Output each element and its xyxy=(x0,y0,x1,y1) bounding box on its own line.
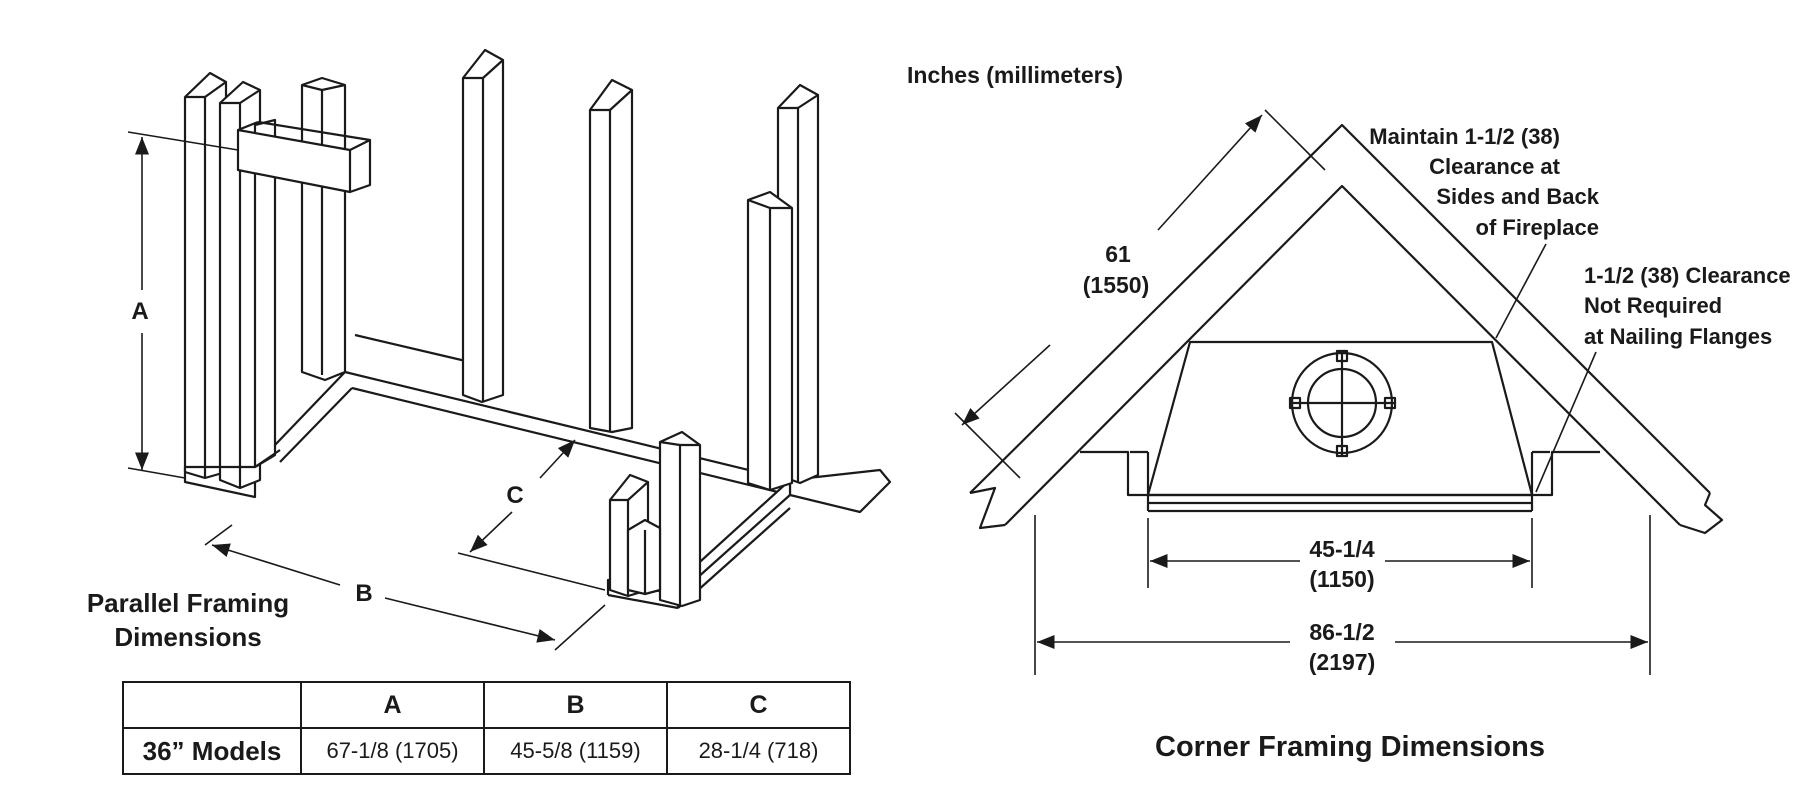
table-row: 36” Models 67-1/8 (1705) 45-5/8 (1159) 2… xyxy=(122,727,851,775)
table-cell: 67-1/8 (1705) xyxy=(300,727,485,775)
table-header-cell: A xyxy=(300,681,485,729)
corner-title: Corner Framing Dimensions xyxy=(1155,731,1545,763)
units-note: Inches (millimeters) xyxy=(907,62,1123,88)
note2-line3: at Nailing Flanges xyxy=(1584,324,1772,349)
note2-leader xyxy=(1535,351,1597,493)
table-cell: 45-5/8 (1159) xyxy=(483,727,668,775)
dimension-a xyxy=(127,131,239,479)
inner-width-line2: (1150) xyxy=(1309,566,1374,592)
note1-leader xyxy=(1495,243,1547,339)
dimension-outer-width xyxy=(1034,515,1651,675)
dimension-inner-width xyxy=(1147,518,1533,588)
fireplace-unit xyxy=(1080,340,1600,513)
table-header-cell xyxy=(122,681,302,729)
note1-line3: Sides and Back xyxy=(1436,184,1599,209)
corner-framing-drawing: Inches (millimeters) xyxy=(907,62,1791,763)
dimension-c xyxy=(457,439,606,591)
dimension-b xyxy=(204,524,606,651)
diagonal-label-line1: 61 xyxy=(1105,241,1131,267)
table-header-row: A B C xyxy=(122,681,851,729)
table-header-cell: B xyxy=(483,681,668,729)
note2-line1: 1-1/2 (38) Clearance xyxy=(1584,263,1791,288)
inner-width-line1: 45-1/4 xyxy=(1309,536,1374,562)
note1-line4: of Fireplace xyxy=(1476,215,1599,240)
note2-line2: Not Required xyxy=(1584,293,1722,318)
parallel-framing-drawing: A B C Parallel Framing Dimensions xyxy=(87,48,892,652)
dimension-diagonal xyxy=(954,109,1326,479)
label-a: A xyxy=(131,298,148,325)
note1-line2: Clearance at xyxy=(1429,154,1561,179)
label-c: C xyxy=(506,482,523,509)
note1-line1: Maintain 1-1/2 (38) xyxy=(1369,124,1560,149)
table-row-label: 36” Models xyxy=(122,727,302,775)
outer-width-line1: 86-1/2 xyxy=(1309,619,1374,645)
dimensions-table: A B C 36” Models 67-1/8 (1705) 45-5/8 (1… xyxy=(122,681,851,775)
parallel-title-line1: Parallel Framing xyxy=(87,588,289,618)
left-studs xyxy=(183,71,372,490)
label-b: B xyxy=(355,580,372,607)
table-cell: 28-1/4 (718) xyxy=(666,727,851,775)
back-studs xyxy=(461,48,820,492)
diagonal-label-line2: (1550) xyxy=(1083,272,1149,298)
parallel-title-line2: Dimensions xyxy=(114,622,261,652)
table-header-cell: C xyxy=(666,681,851,729)
outer-width-line2: (2197) xyxy=(1309,649,1375,675)
front-right-studs xyxy=(608,430,702,608)
